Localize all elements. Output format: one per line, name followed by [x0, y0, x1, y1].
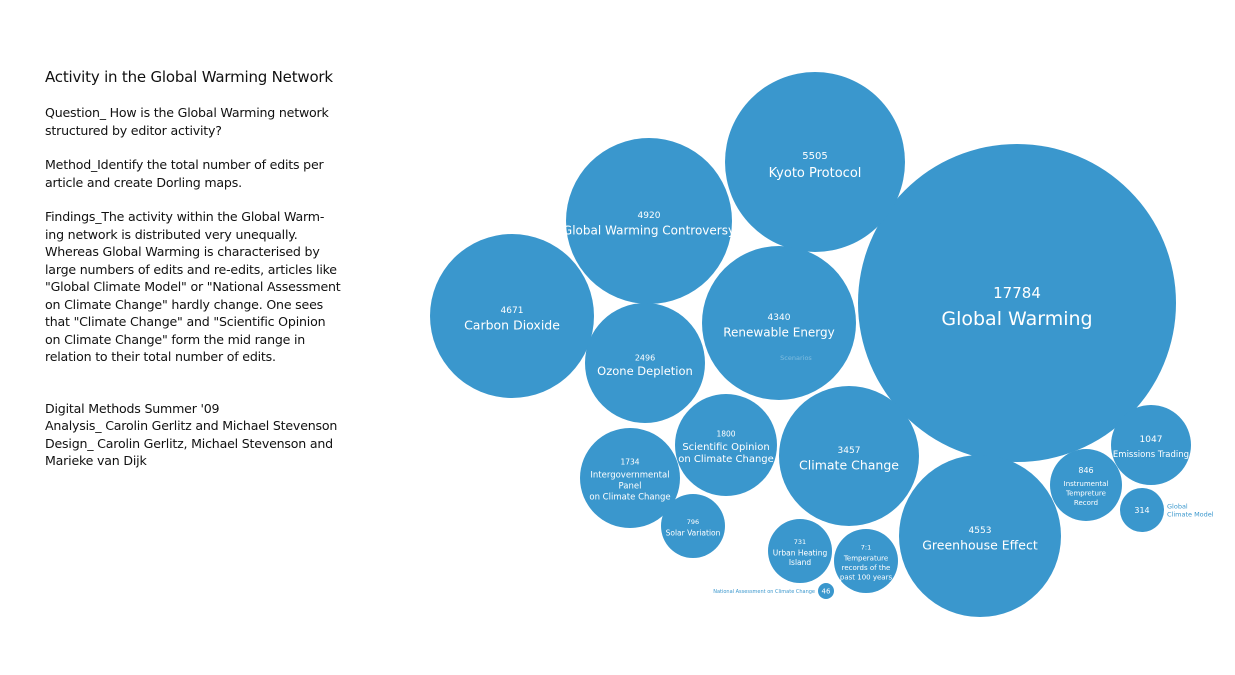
credits-text: Digital Methods Summer '09 Analysis_ Car… — [45, 400, 338, 469]
bubble-value: 1800 — [716, 430, 735, 439]
bubble-label: Temperature — [843, 555, 888, 563]
bubble-circle — [768, 519, 832, 583]
bubble-value: 2496 — [635, 353, 655, 362]
bubble-label: Solar Variation — [666, 528, 721, 537]
bubble-label: Carbon Dioxide — [464, 318, 560, 333]
bubble-circle — [1050, 449, 1122, 521]
bubble-value: 3457 — [838, 446, 861, 456]
bubble-value: 846 — [1078, 466, 1093, 475]
bubble-value: 4671 — [501, 306, 524, 316]
bubble-circle — [779, 386, 919, 526]
bubble-label: Global — [1167, 502, 1188, 510]
bubble-17: Scenarios — [780, 354, 812, 362]
bubble-label: on Climate Change — [589, 493, 670, 503]
bubble-label: records of the — [842, 564, 891, 572]
bubble-label: National Assessment on Climate Change — [713, 589, 815, 595]
bubble-value: 796 — [687, 518, 699, 526]
bubble-value: 46 — [822, 587, 831, 595]
bubble-label: on Climate Change — [678, 454, 774, 465]
bubble-circle — [702, 246, 856, 400]
bubble-label: Greenhouse Effect — [922, 538, 1038, 553]
bubble-value: 314 — [1134, 506, 1149, 515]
bubble-circle — [725, 72, 905, 252]
bubble-label: Global Warming Controversy — [563, 223, 735, 237]
bubble-circle — [566, 138, 732, 304]
bubble-circle — [834, 529, 898, 593]
bubble-circle — [818, 583, 834, 599]
bubble-label: Global Warming — [941, 308, 1092, 330]
bubble-label: Island — [789, 558, 812, 567]
bubble-value: 4340 — [768, 313, 791, 323]
bubble-label: past 100 years — [840, 574, 893, 582]
bubble-label: Instrumental — [1064, 480, 1109, 488]
bubble-value: 7:1 — [861, 543, 871, 551]
bubble-circle — [858, 144, 1176, 462]
bubble-value: 731 — [794, 538, 806, 546]
page-title: Activity in the Global Warming Network — [45, 68, 333, 86]
bubble-label: Renewable Energy — [723, 325, 835, 339]
bubble-label: Record — [1074, 499, 1098, 507]
findings-text: Findings_The activity within the Global … — [45, 209, 341, 364]
bubble-label: Scientific Opinion — [682, 442, 769, 453]
bubble-value: 1734 — [620, 458, 639, 467]
bubble-circle — [580, 428, 680, 528]
bubble-label: Emissions Trading — [1113, 450, 1189, 460]
bubble-label: Panel — [619, 482, 642, 492]
bubble-label: Kyoto Protocol — [769, 166, 862, 181]
bubble-value: 4553 — [969, 526, 992, 536]
bubble-label: Tempreture — [1065, 490, 1106, 498]
bubble-label: Scenarios — [780, 354, 812, 362]
bubble-circle — [675, 394, 777, 496]
bubble-circle — [585, 303, 705, 423]
bubble-circle — [430, 234, 594, 398]
bubble-value: 4920 — [638, 211, 661, 221]
bubble-circle — [899, 455, 1061, 617]
bubble-label: Intergovernmental — [590, 471, 669, 481]
question-text: Question_ How is the Global Warming netw… — [45, 105, 329, 138]
bubble-circle — [1120, 488, 1164, 532]
bubble-circle — [661, 494, 725, 558]
bubble-16: 46 National Assessment on Climate Change — [713, 583, 834, 599]
bubble-value: 5505 — [802, 151, 827, 162]
bubble-label: Climate Change — [799, 458, 899, 473]
bubble-label: Ozone Depletion — [597, 364, 693, 378]
bubble-label: Urban Heating — [773, 549, 828, 558]
bubble-value: 1047 — [1140, 435, 1163, 445]
bubble-value: 17784 — [993, 284, 1041, 302]
bubble-circle — [1111, 405, 1191, 485]
bubble-label: Climate Model — [1167, 510, 1214, 518]
method-text: Method_Identify the total number of edit… — [45, 157, 324, 190]
description-panel: Activity in the Global Warming Network Q… — [45, 68, 345, 487]
